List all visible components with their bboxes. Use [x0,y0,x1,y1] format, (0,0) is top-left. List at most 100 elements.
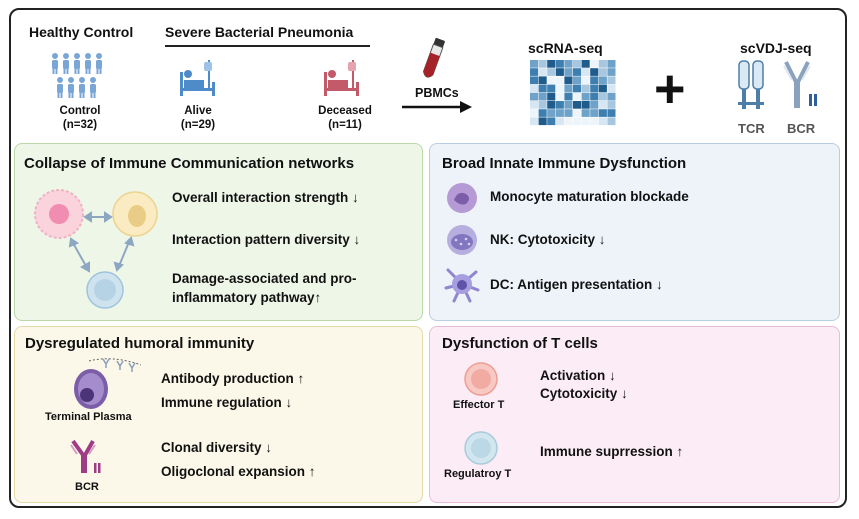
heatmap-cell [530,92,539,101]
heatmap-cell [573,92,582,101]
heatmap-cell [607,92,616,101]
heatmap-cell [573,60,582,68]
effector-t-label: Effector T [453,399,505,411]
pneumonia-underline [165,45,370,47]
heatmap-cell [581,68,590,76]
severe-pneumonia-title: Severe Bacterial Pneumonia [165,24,354,40]
heatmap-cell [547,68,556,76]
heatmap-cell [581,92,590,101]
pbmcs-label: PBMCs [415,86,459,100]
bcr-label: BCR [787,121,816,136]
heatmap-cell [538,84,547,93]
terminal-plasma-icon [74,358,142,409]
control-count: (n=32) [62,119,98,131]
heatmap-cell [555,84,564,93]
heatmap-cell [564,101,573,109]
heatmap-cell [555,92,564,101]
heatmap-cell [564,109,573,117]
tcells-item-2: Cytotoxicity ↓ [540,386,628,401]
humoral-item-4: Oligoclonal expansion ↑ [161,464,316,479]
heatmap-cell [607,84,616,93]
heatmap-cell [573,84,582,93]
regulatory-t-label: Regulatroy T [444,468,512,480]
pbmcs-arrow [402,101,472,113]
heatmap-cell [538,109,547,117]
heatmap-cell [538,76,547,85]
cell-communication-icon [34,189,158,309]
tcells-panel-title: Dysfunction of T cells [442,335,598,352]
communication-item-3-line2: inflammatory pathway↑ [172,290,322,305]
heatmap-cell [547,117,556,126]
heatmap-cell [607,76,616,85]
tcells-panel: Dysfunction of T cells Effector T Activa… [429,326,840,503]
terminal-plasma-label: Terminal Plasma [45,411,132,423]
humoral-panel-title: Dysregulated humoral immunity [25,335,255,352]
heatmap-cell [530,76,539,85]
nk-cell-icon [447,225,477,255]
heatmap-cell [598,109,607,117]
scvdj-title: scVDJ-seq [740,40,812,56]
heatmap-cell [581,84,590,93]
dendritic-cell-icon [444,268,480,303]
heatmap-cell [555,60,564,68]
innate-item-2: NK: Cytotoxicity ↓ [490,232,606,247]
tcells-item-1: Activation ↓ [540,368,616,383]
heatmap-cell [573,76,582,85]
heatmap-cell [598,84,607,93]
heatmap-cell [590,68,599,76]
heatmap-cell [564,84,573,93]
bcr-receptor-icon [783,61,817,108]
control-label: Control [59,105,101,117]
heatmap-cell [530,60,539,68]
heatmap-cell [555,68,564,76]
heatmap-cell [538,68,547,76]
monocyte-icon [447,183,477,213]
heatmap-cell [581,76,590,85]
scrna-heatmap-icon [530,60,616,126]
heatmap-cell [581,101,590,109]
heatmap-cell [555,76,564,85]
innate-item-3: DC: Antigen presentation ↓ [490,277,663,292]
heatmap-cell [607,101,616,109]
heatmap-cell [598,92,607,101]
innate-panel-title: Broad Innate Immune Dysfunction [442,155,687,172]
tcells-item-3: Immune suprression ↑ [540,444,684,459]
heatmap-cell [530,109,539,117]
effector-t-cell-icon [464,362,498,396]
heatmap-cell [573,109,582,117]
heatmap-cell [607,60,616,68]
heatmap-cell [530,117,539,126]
heatmap-cell [590,109,599,117]
scrna-title: scRNA-seq [528,40,603,56]
alive-count: (n=29) [180,119,216,131]
heatmap-cell [598,101,607,109]
humoral-item-2: Immune regulation ↓ [161,395,293,410]
heatmap-cell [547,101,556,109]
communication-item-3-line1: Damage-associated and pro- [172,271,357,286]
humoral-item-1: Antibody production ↑ [161,371,305,386]
heatmap-cell [598,117,607,126]
communication-item-2: Interaction pattern diversity ↓ [172,232,361,247]
heatmap-cell [573,68,582,76]
heatmap-cell [547,60,556,68]
heatmap-cell [555,109,564,117]
regulatory-t-cell-icon [464,431,498,465]
communication-item-1: Overall interaction strength ↓ [172,190,359,205]
heatmap-cell [547,109,556,117]
heatmap-cell [590,76,599,85]
heatmap-cell [607,68,616,76]
heatmap-cell [547,76,556,85]
humoral-bcr-label: BCR [75,481,99,493]
heatmap-cell [538,60,547,68]
heatmap-cell [581,60,590,68]
heatmap-cell [538,92,547,101]
healthy-people-icon [52,53,102,98]
heatmap-cell [598,68,607,76]
heatmap-cell [590,101,599,109]
heatmap-cell [555,117,564,126]
heatmap-cell [538,101,547,109]
heatmap-cell [530,84,539,93]
heatmap-cell [598,76,607,85]
heatmap-cell [530,68,539,76]
heatmap-cell [607,109,616,117]
